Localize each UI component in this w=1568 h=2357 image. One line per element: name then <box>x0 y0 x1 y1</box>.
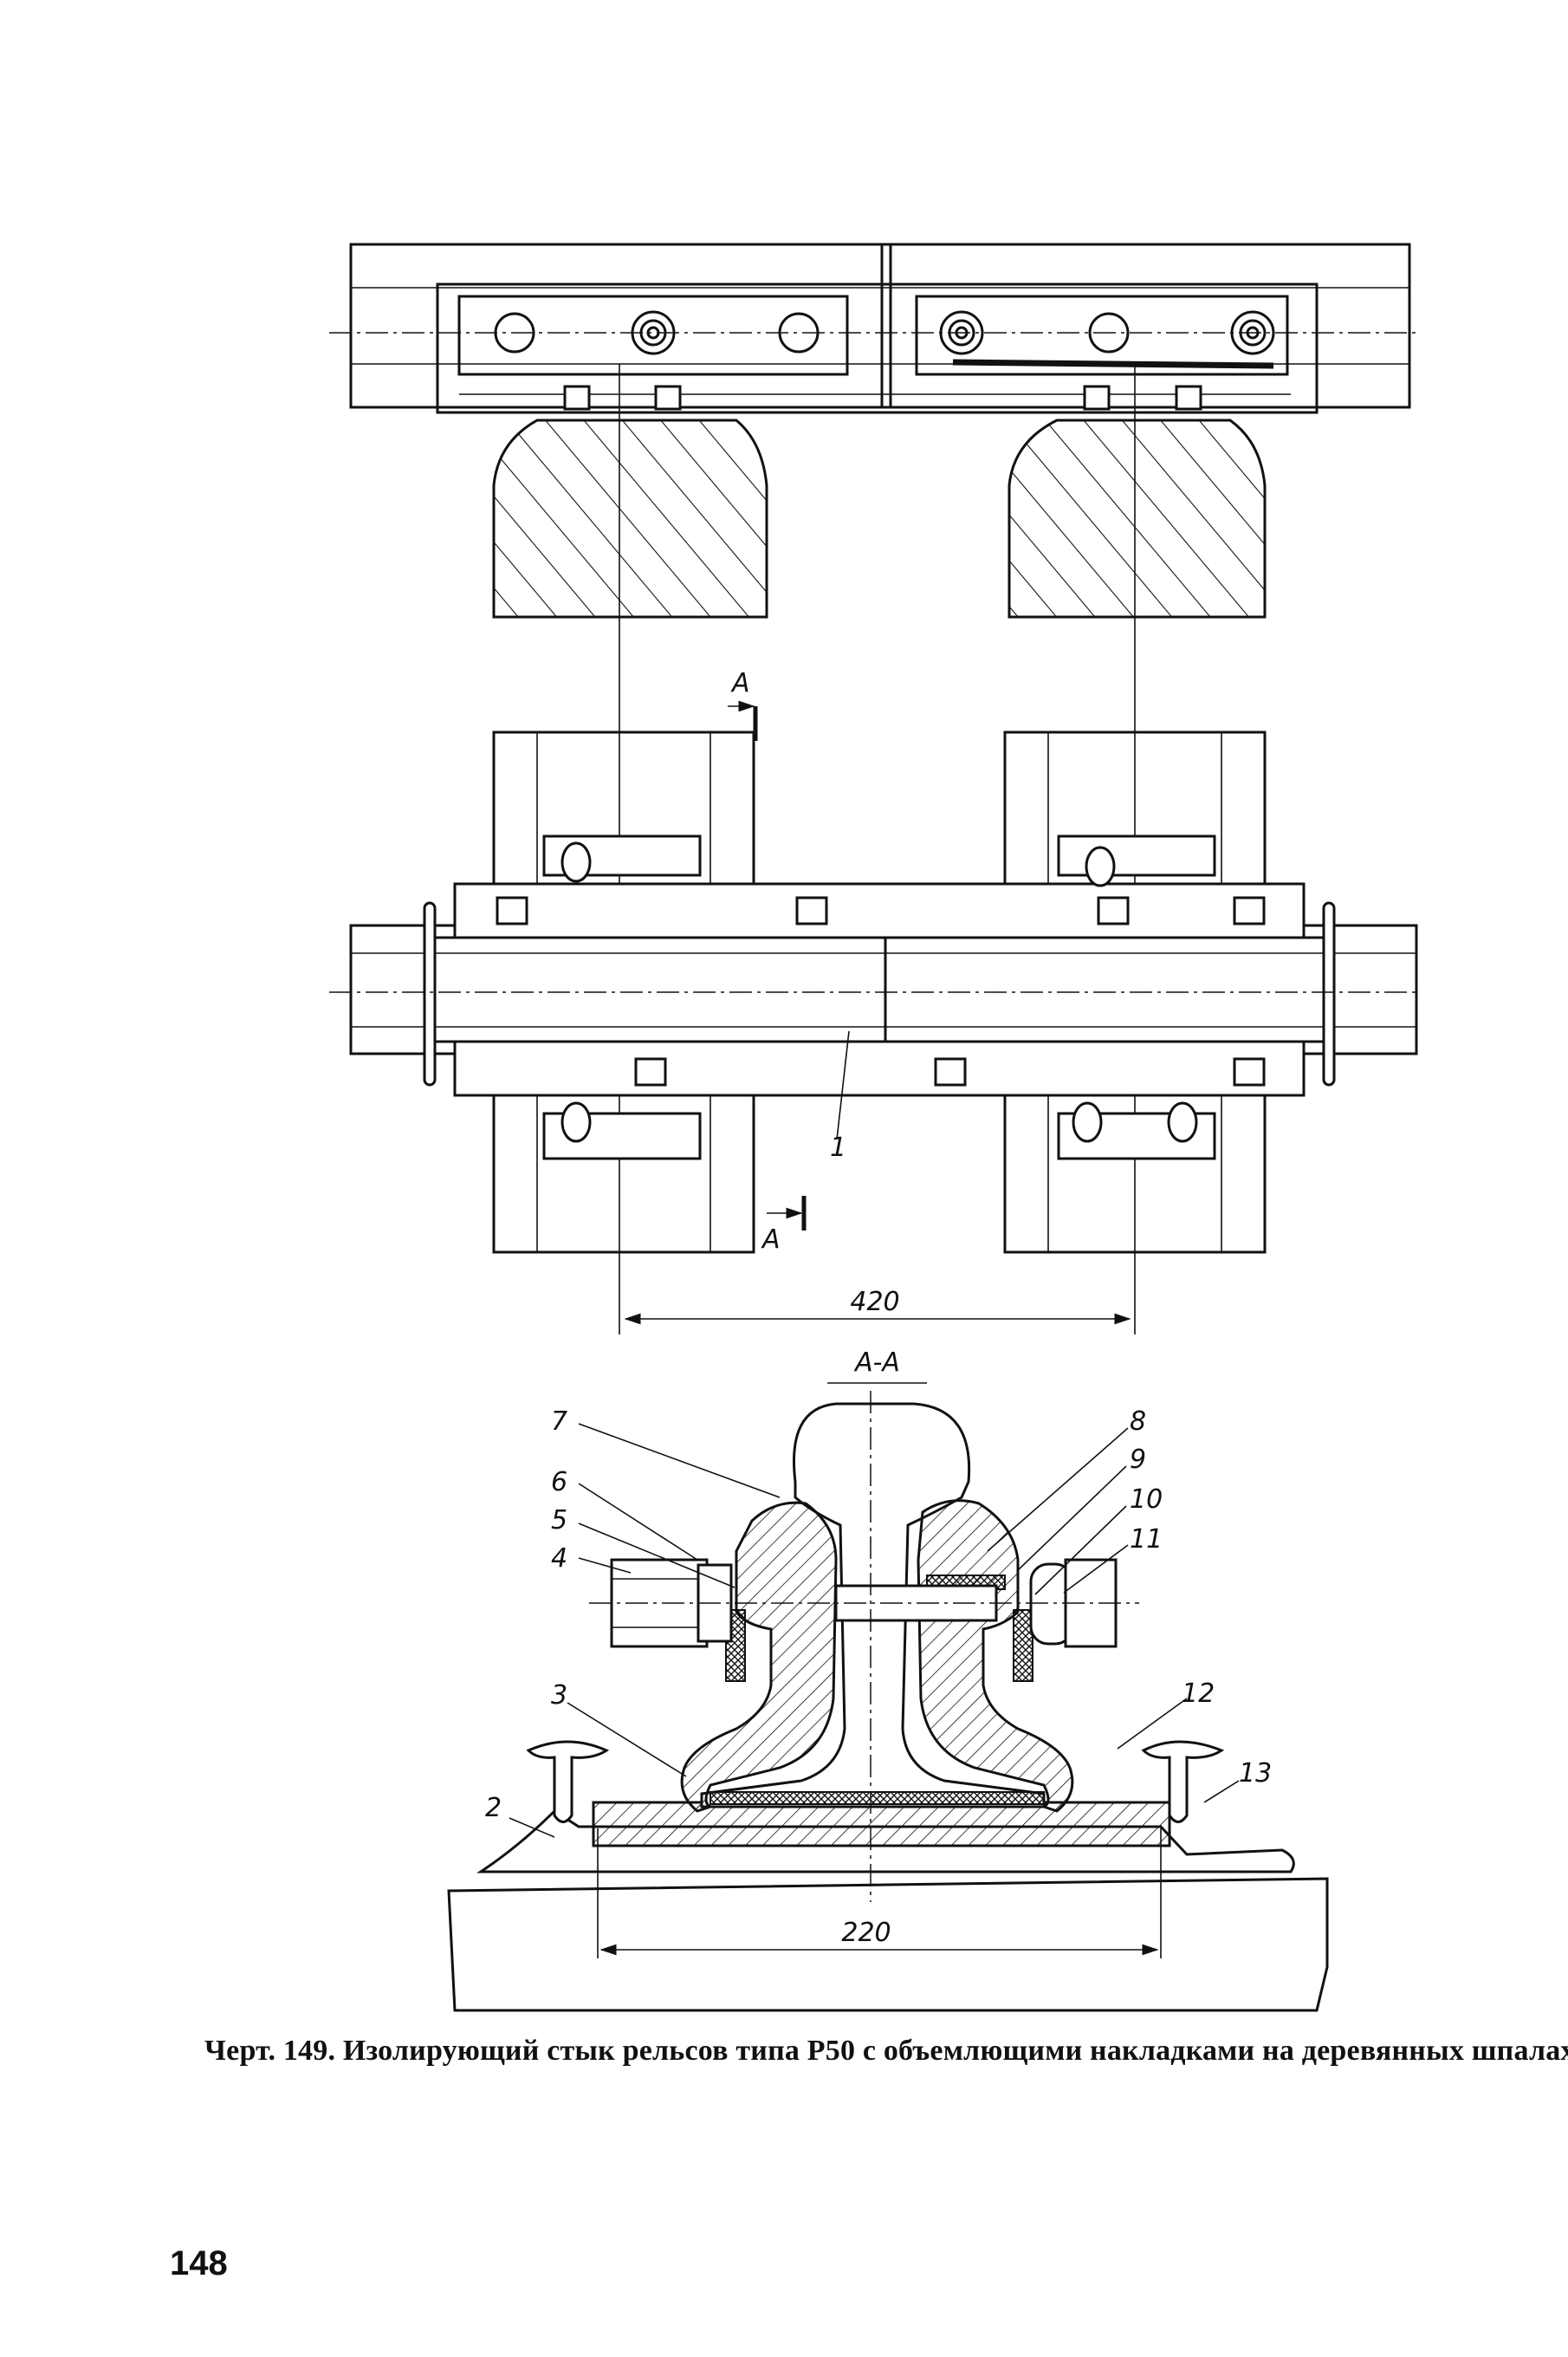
dimension-bottom-label: 220 <box>841 1918 891 1948</box>
callout-4: 4 <box>551 1543 567 1574</box>
base-plate-section <box>476 1801 1295 1873</box>
callout-6: 6 <box>551 1467 567 1497</box>
section-title: A-A <box>853 1347 900 1378</box>
section-mark-top: A <box>728 668 758 741</box>
section-label-bottom: A <box>761 1224 781 1255</box>
callout-7: 7 <box>551 1406 567 1437</box>
rail-plan <box>349 924 1418 1055</box>
sleeper-section <box>447 1877 1329 2012</box>
side-view <box>329 243 1421 1334</box>
plan-view: 1 A A 420 <box>329 668 1421 1325</box>
callout-3: 3 <box>551 1680 567 1711</box>
callout-2: 2 <box>485 1793 502 1823</box>
joint-bar-right-section <box>917 1499 1074 1813</box>
callout-8: 8 <box>1130 1406 1146 1437</box>
figure-caption: Черт. 149. Изолирующий стык рельсов типа… <box>204 2035 1568 2067</box>
callout-9: 9 <box>1130 1445 1146 1475</box>
bolt-holes-side <box>494 310 1275 355</box>
callout-5: 5 <box>551 1505 567 1536</box>
sleeper-right-side <box>1008 419 1267 619</box>
sleeper-left-side <box>492 419 768 619</box>
bolts-plan <box>496 841 1266 1143</box>
dimension-220: 220 <box>597 1828 1162 1958</box>
joint-bar-side <box>329 282 1421 414</box>
cross-section-view: A-A <box>447 1347 1329 2012</box>
section-label-top: A <box>730 668 750 698</box>
callout-1: 1 <box>830 1133 846 1163</box>
leader-lines <box>509 1423 1240 1838</box>
dimension-420: 420 <box>624 1287 1131 1325</box>
joint-bars-plan <box>329 882 1421 1097</box>
spikes-side <box>563 385 1202 411</box>
callout-13: 13 <box>1239 1758 1272 1789</box>
callout-12: 12 <box>1182 1678 1215 1709</box>
insulating-liners <box>709 1575 1045 1805</box>
callout-11: 11 <box>1130 1524 1163 1555</box>
spikes-section <box>526 1740 1225 1823</box>
section-mark-bottom: A <box>761 1196 807 1255</box>
dimension-top-label: 420 <box>850 1287 899 1317</box>
callout-10: 10 <box>1130 1484 1163 1515</box>
joint-bar-left-section <box>680 1501 838 1813</box>
bolt-section <box>589 1558 1139 1648</box>
page-number: 148 <box>170 2244 228 2282</box>
rail-side-view <box>349 243 1411 409</box>
